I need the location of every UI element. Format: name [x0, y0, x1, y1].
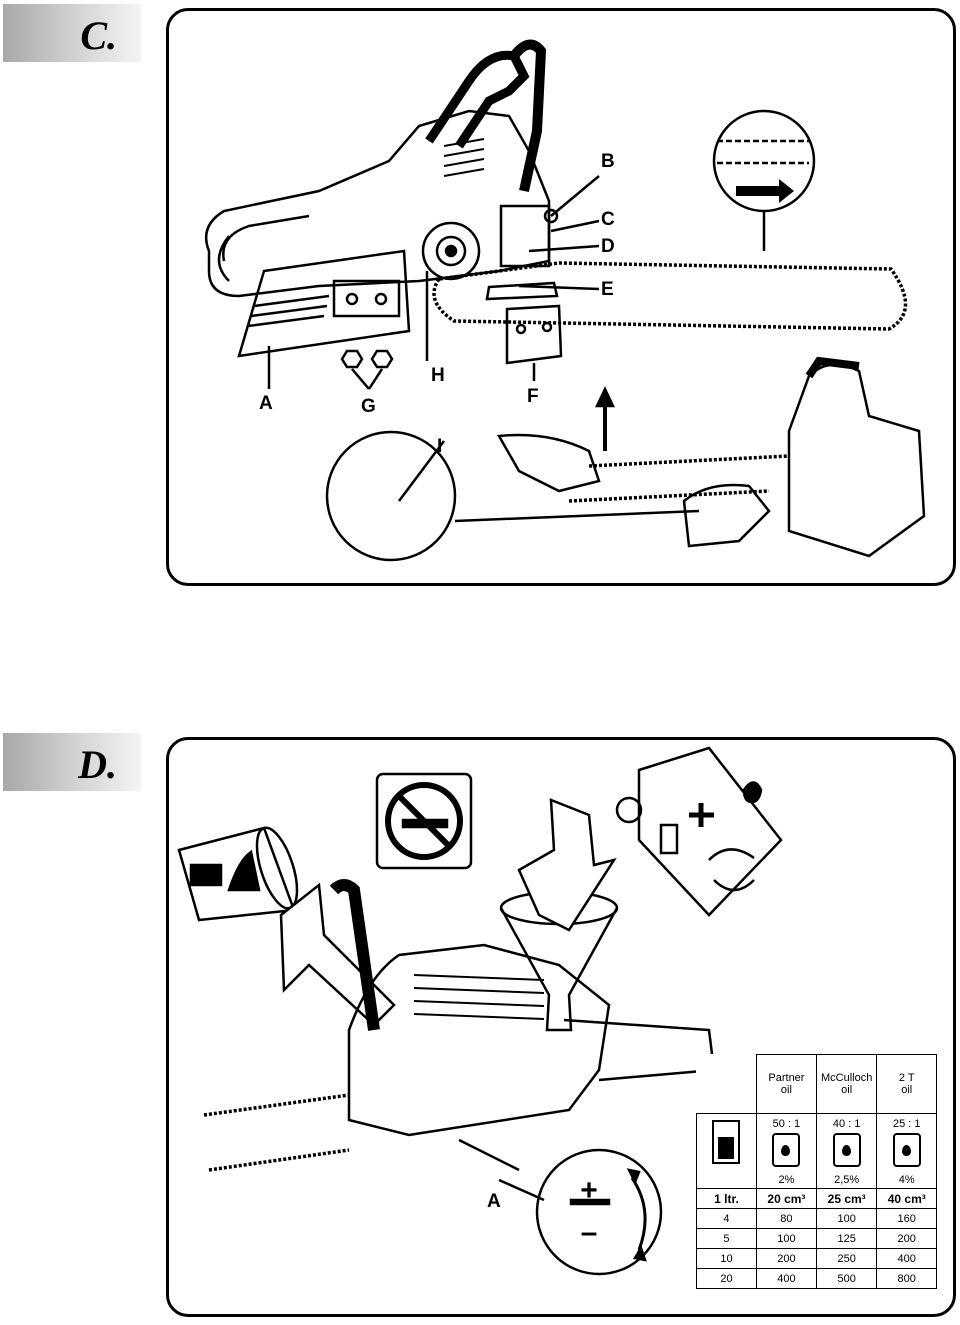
table-row: 1 ltr. 20 cm³ 25 cm³ 40 cm³ [696, 1188, 937, 1209]
oil-bottle-icon [892, 1133, 921, 1167]
oil-bottle-icon [832, 1133, 861, 1167]
col-header: 2 T oil [876, 1054, 937, 1114]
label-f: F [527, 386, 539, 407]
label-a-d: A [487, 1191, 501, 1212]
col-header: McCulloch oil [815, 1054, 878, 1114]
table-header-row: Partner oil McCulloch oil 2 T oil [696, 1054, 937, 1114]
oil-bottle-icon [772, 1133, 801, 1167]
ratio-cell: 50 : 1 2% [755, 1113, 817, 1189]
table-row: 5 100 125 200 [696, 1228, 937, 1249]
adjust-plus: + [580, 1174, 598, 1207]
refuelling-illustration: + – A [177, 746, 783, 1276]
table-row: 20 400 500 800 [696, 1268, 937, 1289]
oil-can-icon [177, 826, 299, 922]
label-d: D [601, 236, 615, 257]
label-b: B [601, 151, 615, 172]
section-c-letter: C. [80, 13, 117, 58]
table-row: 4 80 100 160 [696, 1208, 937, 1229]
section-d-letter: D. [78, 742, 117, 787]
table-ratio-row: 50 : 1 2% 40 : 1 2,5% 25 : 1 4% [696, 1113, 937, 1189]
section-c-tab: C. [3, 4, 141, 62]
section-c-panel: B C D E F G H A I [166, 8, 956, 586]
table-row: 10 200 250 400 [696, 1248, 937, 1269]
no-smoking-icon [375, 772, 473, 870]
label-i: I [437, 436, 442, 457]
section-d-tab: D. [3, 733, 141, 791]
fuel-pump-icon [712, 1120, 741, 1164]
ratio-cell: 25 : 1 4% [876, 1113, 937, 1189]
label-a-c: A [259, 393, 273, 414]
label-g: G [361, 396, 376, 417]
adjust-minus: – [581, 1216, 598, 1249]
fuel-mix-table: Partner oil McCulloch oil 2 T oil 50 : 1… [696, 1054, 937, 1289]
funnel-icon [499, 798, 619, 1032]
ratio-cell: 40 : 1 2,5% [815, 1113, 878, 1189]
section-d-panel: + – A Partner oil McCulloch oil 2 T oil [166, 737, 956, 1317]
label-c: C [601, 209, 615, 230]
col-header: Partner oil [755, 1054, 817, 1114]
label-e: E [601, 279, 614, 300]
fuel-pump-cell [696, 1113, 757, 1189]
chain-installation-illustration: B C D E F G H A I [204, 39, 926, 562]
label-h: H [431, 365, 445, 386]
fuel-mix-icon [615, 746, 783, 917]
